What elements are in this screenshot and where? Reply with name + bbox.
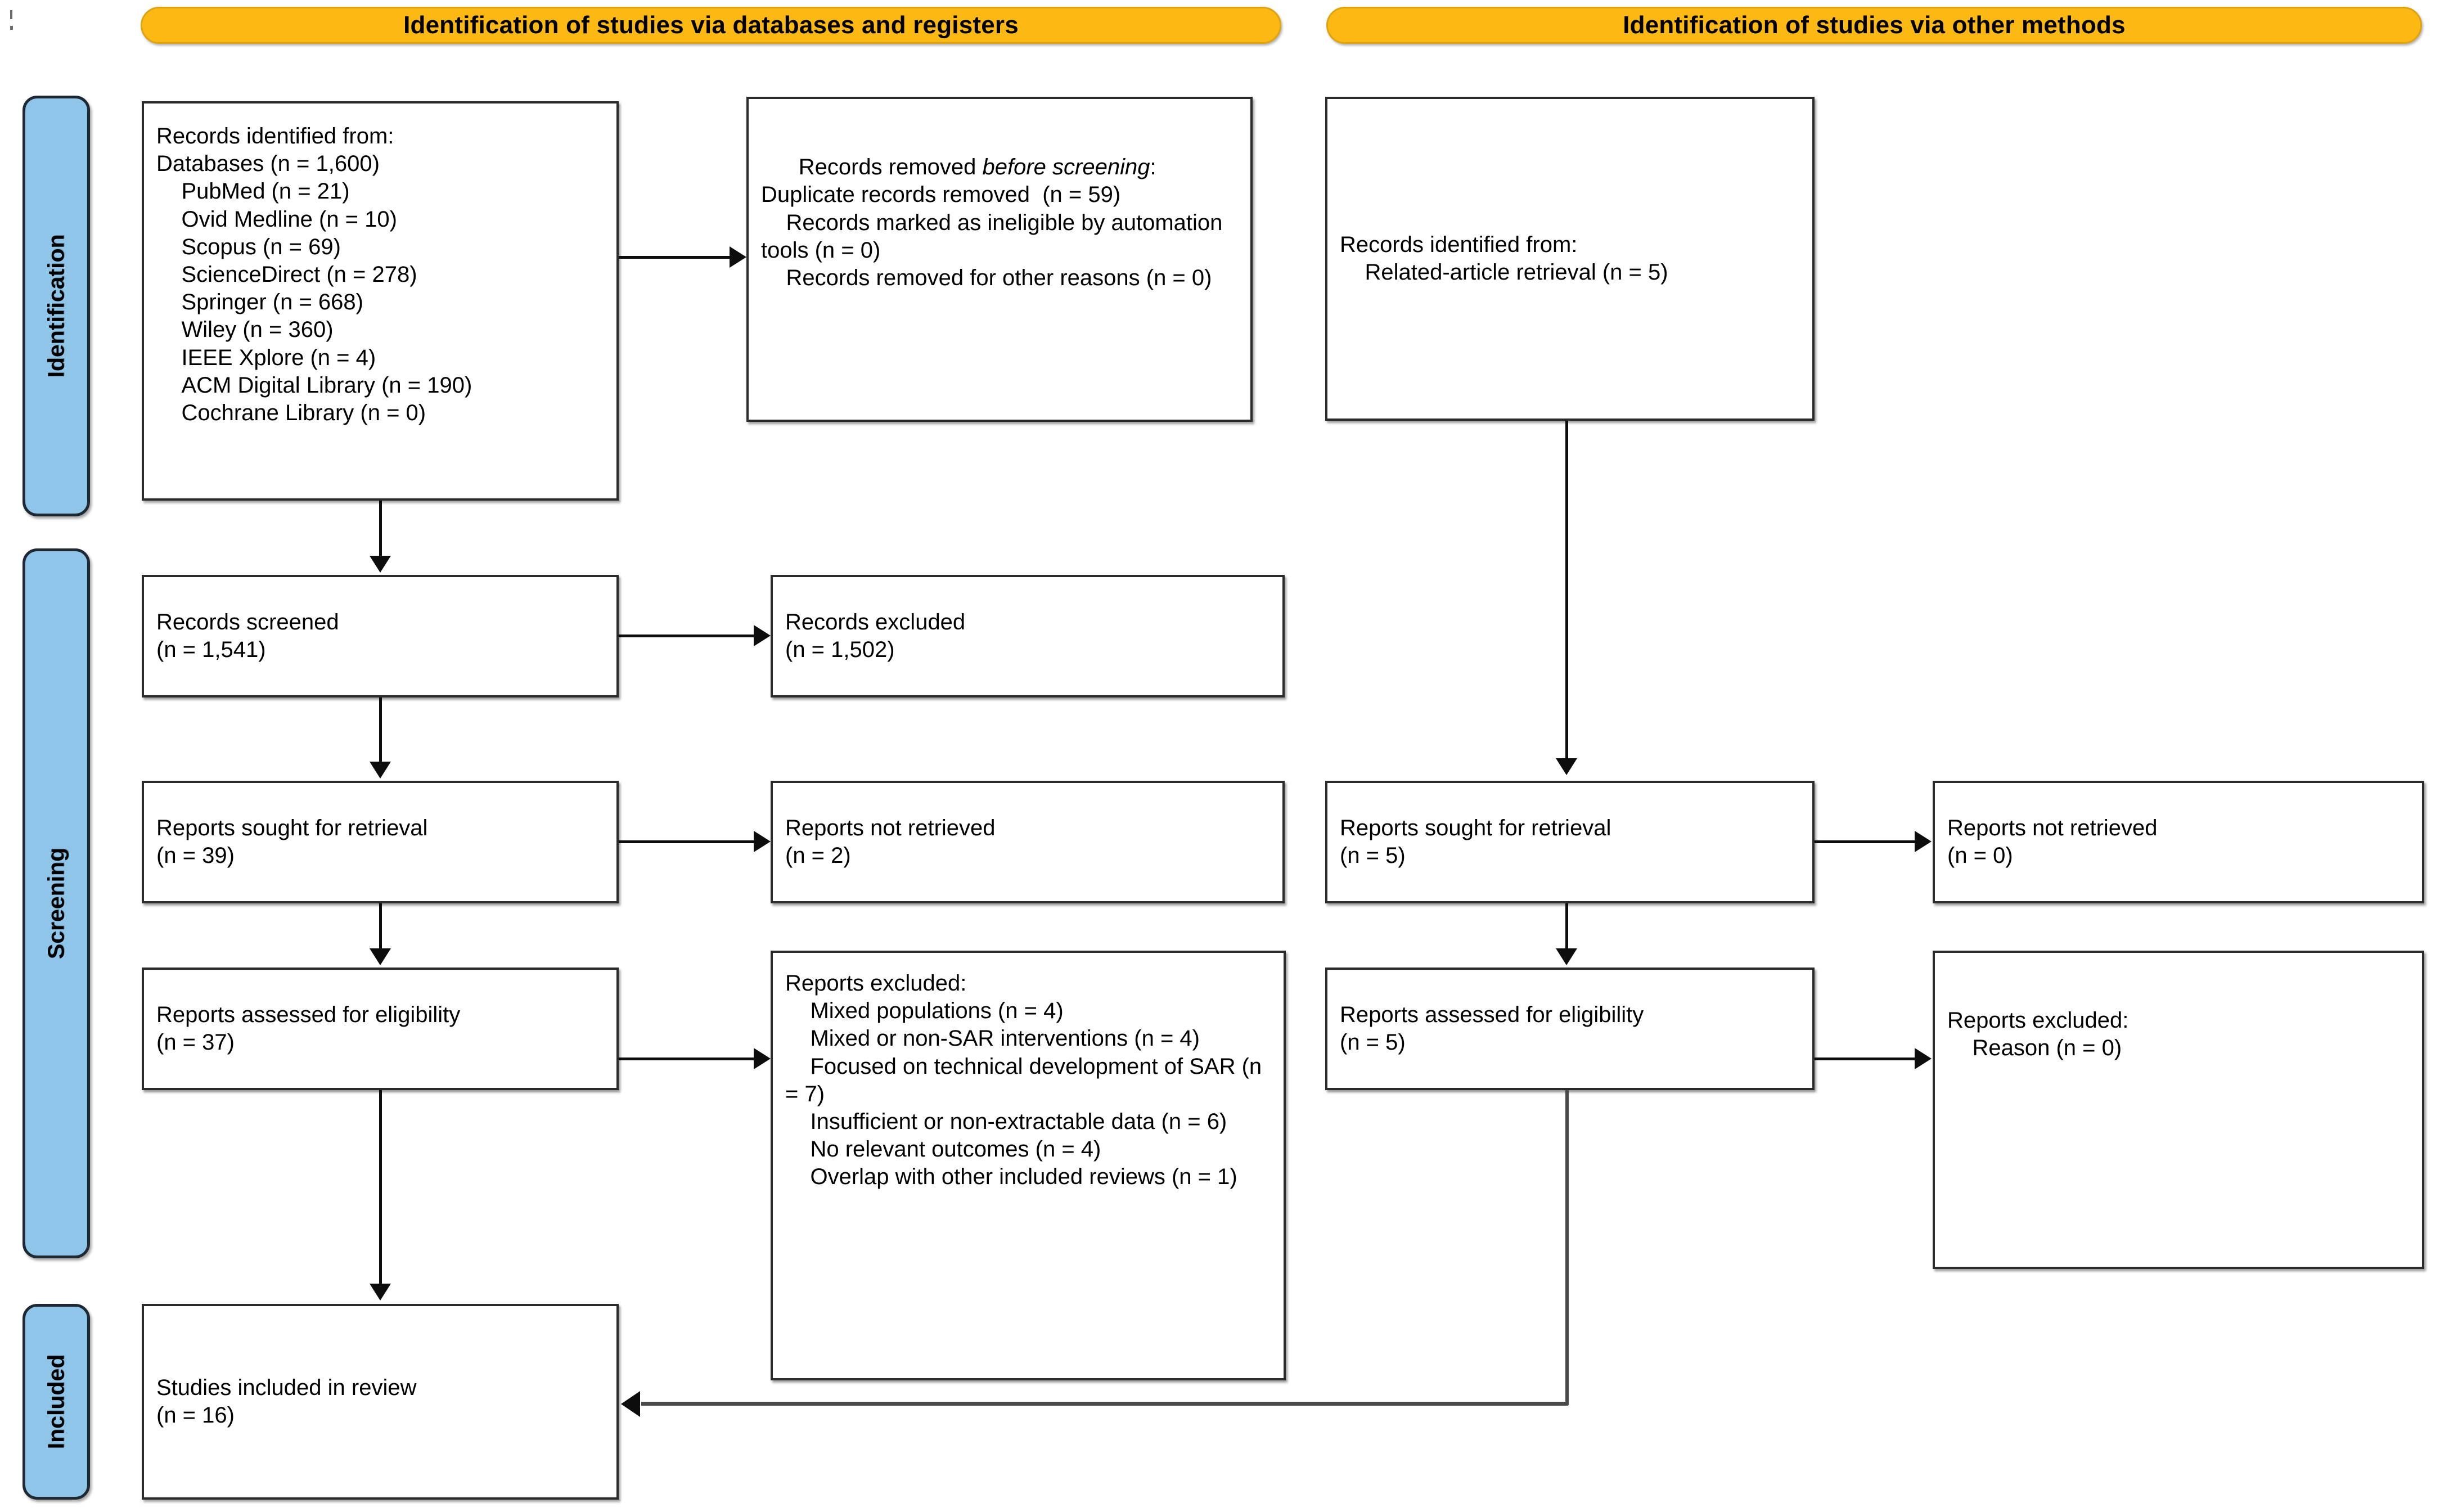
box-reports-excluded-right-text: Reports excluded: Reason (n = 0)	[1947, 1008, 2129, 1061]
stage-bar-identification: Identification	[22, 96, 90, 516]
box-reports-excluded-left: Reports excluded: Mixed populations (n =…	[771, 951, 1286, 1380]
arrowhead-identified-other-to-sought-right	[1556, 758, 1577, 775]
connector-sought-to-assessed-left	[379, 903, 382, 951]
connector-assessed-to-included	[379, 1090, 382, 1286]
box-reports-not-retrieved-left: Reports not retrieved (n = 2)	[771, 781, 1285, 903]
box-records-screened-text: Records screened (n = 1,541)	[156, 609, 339, 662]
records-removed-title-tail: :	[1150, 155, 1156, 180]
box-reports-not-retrieved-left-text: Reports not retrieved (n = 2)	[785, 815, 996, 868]
connector-screened-to-excluded	[619, 634, 755, 637]
box-reports-sought-left: Reports sought for retrieval (n = 39)	[142, 781, 619, 903]
speck-mark-lower	[10, 26, 13, 30]
connector-identified-to-screened	[379, 501, 382, 558]
arrowhead-assessed-to-excluded-right	[1915, 1048, 1932, 1069]
box-studies-included-text: Studies included in review (n = 16)	[156, 1375, 417, 1428]
arrowhead-sought-to-not-retrieved-right	[1915, 831, 1932, 852]
arrowhead-screened-to-excluded	[754, 625, 771, 646]
box-reports-sought-left-text: Reports sought for retrieval (n = 39)	[156, 815, 428, 868]
box-records-identified-other-text: Records identified from: Related-article…	[1340, 232, 1668, 285]
header-databases-label: Identification of studies via databases …	[403, 11, 1019, 39]
stage-bar-included: Included	[22, 1304, 90, 1500]
connector-assessed-right-to-included-horizontal	[641, 1402, 1568, 1406]
connector-identified-to-removed	[619, 256, 731, 259]
header-other-methods: Identification of studies via other meth…	[1326, 7, 2422, 44]
connector-assessed-to-excluded-left	[619, 1058, 755, 1060]
box-records-screened: Records screened (n = 1,541)	[142, 575, 619, 698]
arrowhead-included-inbound	[621, 1391, 640, 1417]
box-records-excluded: Records excluded (n = 1,502)	[771, 575, 1285, 698]
stage-bar-screening: Screening	[22, 548, 90, 1258]
box-records-excluded-text: Records excluded (n = 1,502)	[785, 609, 966, 662]
records-removed-body: Duplicate records removed (n = 59) Recor…	[761, 182, 1223, 290]
arrowhead-sought-to-not-retrieved-left	[754, 831, 771, 852]
box-reports-not-retrieved-right: Reports not retrieved (n = 0)	[1933, 781, 2424, 903]
arrowhead-screened-to-sought	[370, 762, 391, 778]
connector-assessed-right-to-included-vertical	[1565, 1090, 1569, 1405]
connector-identified-other-to-sought-right	[1565, 421, 1568, 759]
arrowhead-identified-to-removed	[730, 246, 746, 268]
connector-assessed-to-excluded-right	[1815, 1058, 1916, 1060]
box-reports-assessed-right: Reports assessed for eligibility (n = 5)	[1325, 968, 1815, 1090]
stage-bar-identification-label: Identification	[43, 234, 69, 378]
connector-sought-to-not-retrieved-left	[619, 840, 755, 843]
arrowhead-sought-to-assessed-right	[1556, 948, 1577, 965]
box-reports-assessed-right-text: Reports assessed for eligibility (n = 5)	[1340, 1002, 1644, 1055]
box-reports-excluded-right: Reports excluded: Reason (n = 0)	[1933, 951, 2424, 1269]
header-other-methods-label: Identification of studies via other meth…	[1623, 11, 2126, 39]
box-reports-not-retrieved-right-text: Reports not retrieved (n = 0)	[1947, 815, 2158, 868]
stage-bar-included-label: Included	[43, 1354, 69, 1450]
records-removed-title-italic: before screening	[982, 155, 1150, 180]
speck-mark-upper	[10, 10, 12, 19]
box-reports-excluded-left-text: Reports excluded: Mixed populations (n =…	[785, 971, 1262, 1190]
box-records-removed-text: Records removed before screening: Duplic…	[749, 99, 1250, 320]
box-reports-assessed-left-text: Reports assessed for eligibility (n = 37…	[156, 1002, 461, 1055]
header-databases-registers: Identification of studies via databases …	[141, 7, 1281, 44]
box-records-identified-databases-text: Records identified from: Databases (n = …	[156, 124, 472, 425]
box-reports-assessed-left: Reports assessed for eligibility (n = 37…	[142, 968, 619, 1090]
stage-bar-screening-label: Screening	[43, 847, 69, 960]
box-reports-sought-right-text: Reports sought for retrieval (n = 5)	[1340, 815, 1611, 868]
arrowhead-assessed-to-included	[370, 1284, 391, 1300]
arrowhead-assessed-to-excluded-left	[754, 1048, 771, 1069]
box-studies-included: Studies included in review (n = 16)	[142, 1304, 619, 1500]
connector-sought-to-assessed-right	[1565, 903, 1568, 951]
box-reports-sought-right: Reports sought for retrieval (n = 5)	[1325, 781, 1815, 903]
connector-sought-to-not-retrieved-right	[1815, 840, 1916, 843]
box-records-removed-before-screening: Records removed before screening: Duplic…	[746, 97, 1253, 422]
box-records-identified-databases: Records identified from: Databases (n = …	[142, 101, 619, 501]
arrowhead-identified-to-screened	[370, 556, 391, 573]
records-removed-title-plain: Records removed	[798, 155, 983, 180]
box-records-identified-other: Records identified from: Related-article…	[1325, 97, 1815, 421]
arrowhead-sought-to-assessed-left	[370, 948, 391, 965]
connector-screened-to-sought	[379, 698, 382, 764]
